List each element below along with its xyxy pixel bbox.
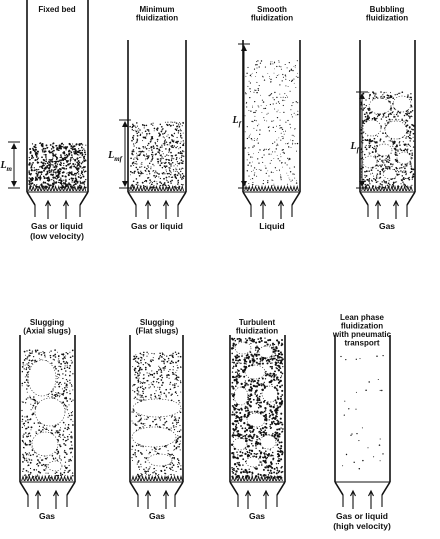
column-lean-phase (335, 335, 390, 509)
column-fixed-bed (8, 0, 88, 219)
inlet-label-lean-phase: Gas or liquid(high velocity) (333, 511, 391, 531)
panel-title-slugging-flat: Slugging(Flat slugs) (136, 318, 179, 336)
inlet-label-slugging-axial: Gas (39, 511, 55, 521)
inlet-label-fixed-bed: Gas or liquid(low velocity) (30, 221, 84, 241)
inlet-label-turbulent-fluidization: Gas (249, 511, 265, 521)
particle-layer (21, 60, 414, 482)
column-smooth-fluidization (238, 40, 300, 219)
inlet-label-slugging-flat: Gas (149, 511, 165, 521)
height-label-smooth-fluidization: Lf (232, 115, 242, 128)
panel-title-slugging-axial: Slugging(Axial slugs) (23, 318, 71, 336)
height-label-minimum-fluidization: Lmf (107, 150, 123, 163)
height-label-fixed-bed: Lm (0, 160, 13, 173)
column-bubbling-fluidization (356, 40, 415, 219)
panel-title-fixed-bed: Fixed bed (38, 5, 75, 14)
inlet-label-minimum-fluidization: Gas or liquid (131, 221, 183, 231)
inlet-label-bubbling-fluidization: Gas (379, 221, 395, 231)
inlet-label-smooth-fluidization: Liquid (259, 221, 285, 231)
height-label-bubbling-fluidization: Lf (350, 141, 360, 154)
column-layer (8, 0, 415, 509)
